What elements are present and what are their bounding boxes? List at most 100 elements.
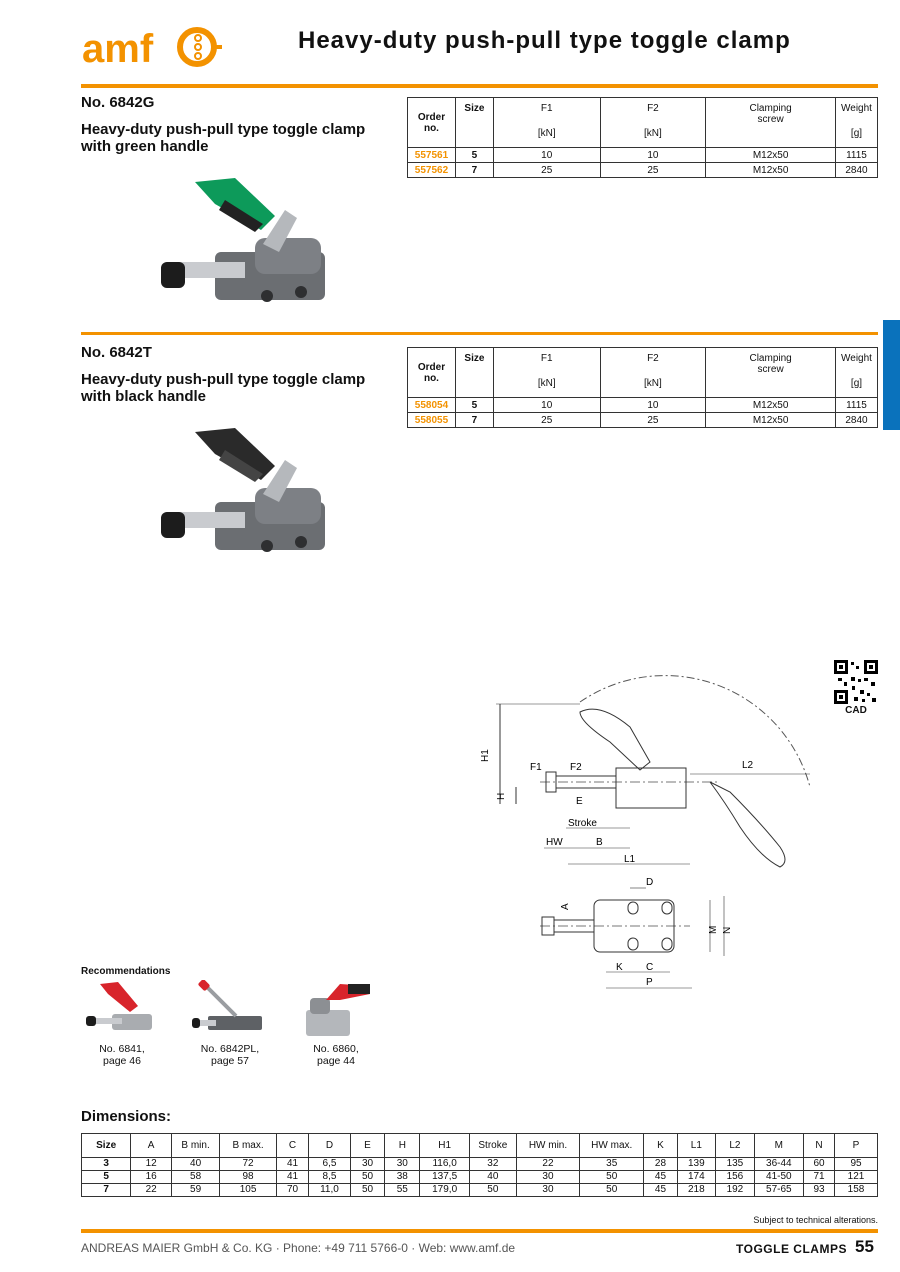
order-number-link[interactable]: 558055 [407, 412, 456, 428]
cell-f1: 25 [492, 162, 601, 178]
order-number-link[interactable]: 558054 [407, 397, 456, 413]
rec-line-1: No. 6841, [99, 1043, 145, 1055]
recommendation-image[interactable] [190, 979, 270, 1045]
dim-cell: 179,0 [419, 1183, 470, 1197]
section-side-tab[interactable] [883, 320, 900, 430]
product-number: No. 6842T [81, 344, 152, 361]
col-screw: Clamping screw [749, 353, 792, 375]
dim-cell: 121 [834, 1170, 878, 1184]
dim-cell: 50 [349, 1170, 386, 1184]
dim-cell: 11,0 [308, 1183, 351, 1197]
product-description: Heavy-duty push-pull type toggle clamp w… [81, 121, 366, 155]
dim-cell: 55 [384, 1183, 421, 1197]
cell-size: 5 [454, 397, 494, 413]
cell-size: 7 [454, 412, 494, 428]
dim-cell: 35 [579, 1157, 645, 1171]
dim-b-label: B [596, 837, 603, 848]
dim-cell: 38 [384, 1170, 421, 1184]
header-rule [81, 84, 878, 88]
dim-cell: 158 [834, 1183, 878, 1197]
col-f2-unit: [kN] [644, 378, 662, 389]
dim-col-header: Stroke [468, 1133, 517, 1158]
dim-cell: 22 [515, 1157, 581, 1171]
rec-line-2: page 44 [317, 1055, 355, 1067]
dim-cell: 139 [676, 1157, 717, 1171]
dim-cell: 58 [170, 1170, 221, 1184]
dim-col-header: P [834, 1133, 878, 1158]
recommendation-image[interactable] [82, 980, 162, 1045]
recommendation-caption[interactable]: No. 6841, page 46 [82, 1043, 162, 1067]
dim-cell: 30 [515, 1170, 581, 1184]
dim-cell: 60 [802, 1157, 836, 1171]
dim-m-label: M [708, 926, 719, 934]
dim-cell: 40 [468, 1170, 517, 1184]
dim-cell: 41-50 [753, 1170, 804, 1184]
dim-cell: 30 [384, 1157, 421, 1171]
dim-col-header: H [384, 1133, 421, 1158]
dim-cell: 218 [676, 1183, 717, 1197]
dim-col-header: B max. [219, 1133, 277, 1158]
dim-f1-label: F1 [530, 762, 542, 773]
dim-cell: 6,5 [308, 1157, 351, 1171]
dim-cell: 22 [130, 1183, 172, 1197]
dim-n-label: N [722, 927, 733, 934]
dim-cell: 50 [468, 1183, 517, 1197]
recommendations-title: Recommendations [81, 966, 171, 977]
dim-cell: 57-65 [753, 1183, 804, 1197]
cell-weight: 1115 [834, 397, 879, 413]
dim-stroke-label: Stroke [568, 818, 597, 829]
dim-col-header: HW max. [579, 1133, 645, 1158]
cell-size: 7 [454, 162, 494, 178]
table-row: 557562 7 25 25 M12x50 2840 [407, 162, 879, 178]
col-size: Size [464, 103, 485, 114]
col-weight-unit: [g] [850, 378, 863, 389]
col-f1-unit: [kN] [537, 128, 556, 139]
product-number: No. 6842G [81, 94, 155, 111]
alteration-note: Subject to technical alterations. [753, 1215, 878, 1225]
cell-f2: 10 [599, 397, 707, 413]
col-f1: F1 [540, 103, 553, 114]
col-order: Order no. [407, 347, 456, 398]
cell-weight: 2840 [834, 162, 879, 178]
dim-col-header: L2 [715, 1133, 755, 1158]
dim-col-header: C [275, 1133, 310, 1158]
dim-cell: 12 [130, 1157, 172, 1171]
dim-h-label: H [496, 793, 507, 800]
dim-cell: 50 [579, 1170, 645, 1184]
section-rule [81, 332, 878, 335]
qr-code-icon[interactable] [834, 660, 878, 709]
cell-weight: 1115 [834, 147, 879, 163]
dim-cell: 8,5 [308, 1170, 351, 1184]
cell-size: 5 [454, 147, 494, 163]
dim-col-header: N [802, 1133, 836, 1158]
dim-cell: 72 [219, 1157, 277, 1171]
dim-cell: 3 [80, 1157, 132, 1171]
dim-col-header: L1 [676, 1133, 717, 1158]
dim-cell: 135 [715, 1157, 755, 1171]
order-number-link[interactable]: 557562 [407, 162, 456, 178]
recommendation-caption[interactable]: No. 6842PL, page 57 [190, 1043, 270, 1067]
dim-c-label: C [646, 962, 653, 973]
col-screw: Clamping screw [749, 103, 792, 125]
spec-table: Order no. Size F1[kN] F2[kN] Clamping sc… [407, 347, 879, 428]
recommendation-image[interactable] [296, 980, 376, 1045]
recommendation-caption[interactable]: No. 6860, page 44 [296, 1043, 376, 1067]
col-order: Order no. [407, 97, 456, 148]
spec-table: Order no. Size F1[kN] F2[kN] Clamping sc… [407, 97, 879, 178]
cell-f1: 25 [492, 412, 601, 428]
dim-cell: 30 [349, 1157, 386, 1171]
cell-f1: 10 [492, 397, 601, 413]
col-size: Size [464, 353, 485, 364]
order-number-link[interactable]: 557561 [407, 147, 456, 163]
dim-col-header: D [308, 1133, 351, 1158]
page-number: 55 [855, 1237, 874, 1256]
dim-cell: 98 [219, 1170, 277, 1184]
table-row: 557561 5 10 10 M12x50 1115 [407, 147, 879, 163]
dim-col-header: M [753, 1133, 804, 1158]
dim-cell: 36-44 [753, 1157, 804, 1171]
dim-cell: 156 [715, 1170, 755, 1184]
dim-h1-label: H1 [480, 749, 491, 762]
dim-a-label: A [560, 903, 571, 910]
